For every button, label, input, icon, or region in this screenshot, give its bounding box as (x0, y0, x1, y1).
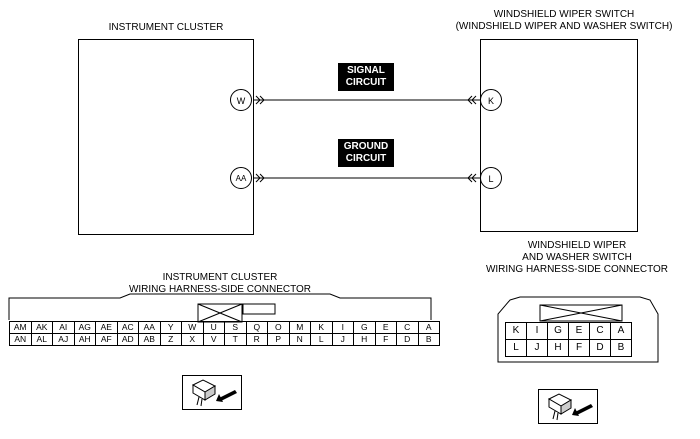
signal-label-line1: SIGNAL (347, 65, 385, 76)
cluster-conn-title-line2: WIRING HARNESS-SIDE CONNECTOR (128, 284, 312, 295)
connector-pin-cell: N (288, 333, 311, 346)
connector-pin-cell: AJ (52, 333, 75, 346)
connector-pin-cell: L (505, 339, 527, 357)
switch-conn-title-line3: WIRING HARNESS-SIDE CONNECTOR (485, 264, 669, 275)
connector-pin-cell: A (610, 322, 632, 340)
connector-pin-cell: AD (116, 333, 139, 346)
switch-conn-title-line2: AND WASHER SWITCH (522, 252, 632, 263)
ground-label-line1: GROUND (343, 141, 389, 152)
pin-k: K (480, 89, 502, 111)
connector-pin-cell: AL (30, 333, 53, 346)
connector-pin-cell: F (374, 333, 397, 346)
switch-conn-title-line1: WINDSHIELD WIPER (527, 240, 627, 251)
connector-pin-cell: D (396, 333, 419, 346)
connector-pin-cell: I (526, 322, 548, 340)
pin-l: L (480, 167, 502, 189)
signal-label-line2: CIRCUIT (345, 77, 387, 88)
connector-pin-cell: H (547, 339, 569, 357)
connector-pin-cell: G (547, 322, 569, 340)
connector-chevrons (255, 95, 477, 183)
connector-pin-cell: AH (73, 333, 96, 346)
switch-title-line1: WINDSHIELD WIPER SWITCH (493, 9, 635, 20)
connector-pin-cell: B (417, 333, 440, 346)
connector-view-icon-2 (538, 389, 598, 424)
connector-pin-cell: R (245, 333, 268, 346)
signal-circuit-label: SIGNAL CIRCUIT (338, 63, 394, 91)
pin-aa: AA (230, 167, 252, 189)
connector-pin-cell: D (589, 339, 611, 357)
connector-pin-cell: L (310, 333, 333, 346)
cluster-title: INSTRUMENT CLUSTER (108, 22, 224, 33)
wiper-switch-box (480, 39, 638, 232)
cluster-conn-title-line1: INSTRUMENT CLUSTER (162, 272, 278, 283)
ground-circuit-label: GROUND CIRCUIT (338, 139, 394, 167)
connector-pin-cell: AN (9, 333, 32, 346)
connector-pin-cell: B (610, 339, 632, 357)
pin-w: W (230, 89, 252, 111)
connector-view-icon (182, 375, 242, 410)
connector-pin-cell: AF (95, 333, 118, 346)
connector-pin-cell: K (505, 322, 527, 340)
ground-label-line2: CIRCUIT (345, 153, 387, 164)
connector-pin-cell: C (589, 322, 611, 340)
instrument-cluster-box (78, 39, 254, 235)
connector-pin-cell: E (568, 322, 590, 340)
connector-pin-cell: F (568, 339, 590, 357)
connector-pin-cell: AB (138, 333, 161, 346)
switch-title-line2: (WINDSHIELD WIPER AND WASHER SWITCH) (455, 21, 673, 32)
connector-plug-icon-2 (547, 393, 593, 421)
connector-plug-icon (191, 379, 237, 407)
connector-pin-cell: J (526, 339, 548, 357)
